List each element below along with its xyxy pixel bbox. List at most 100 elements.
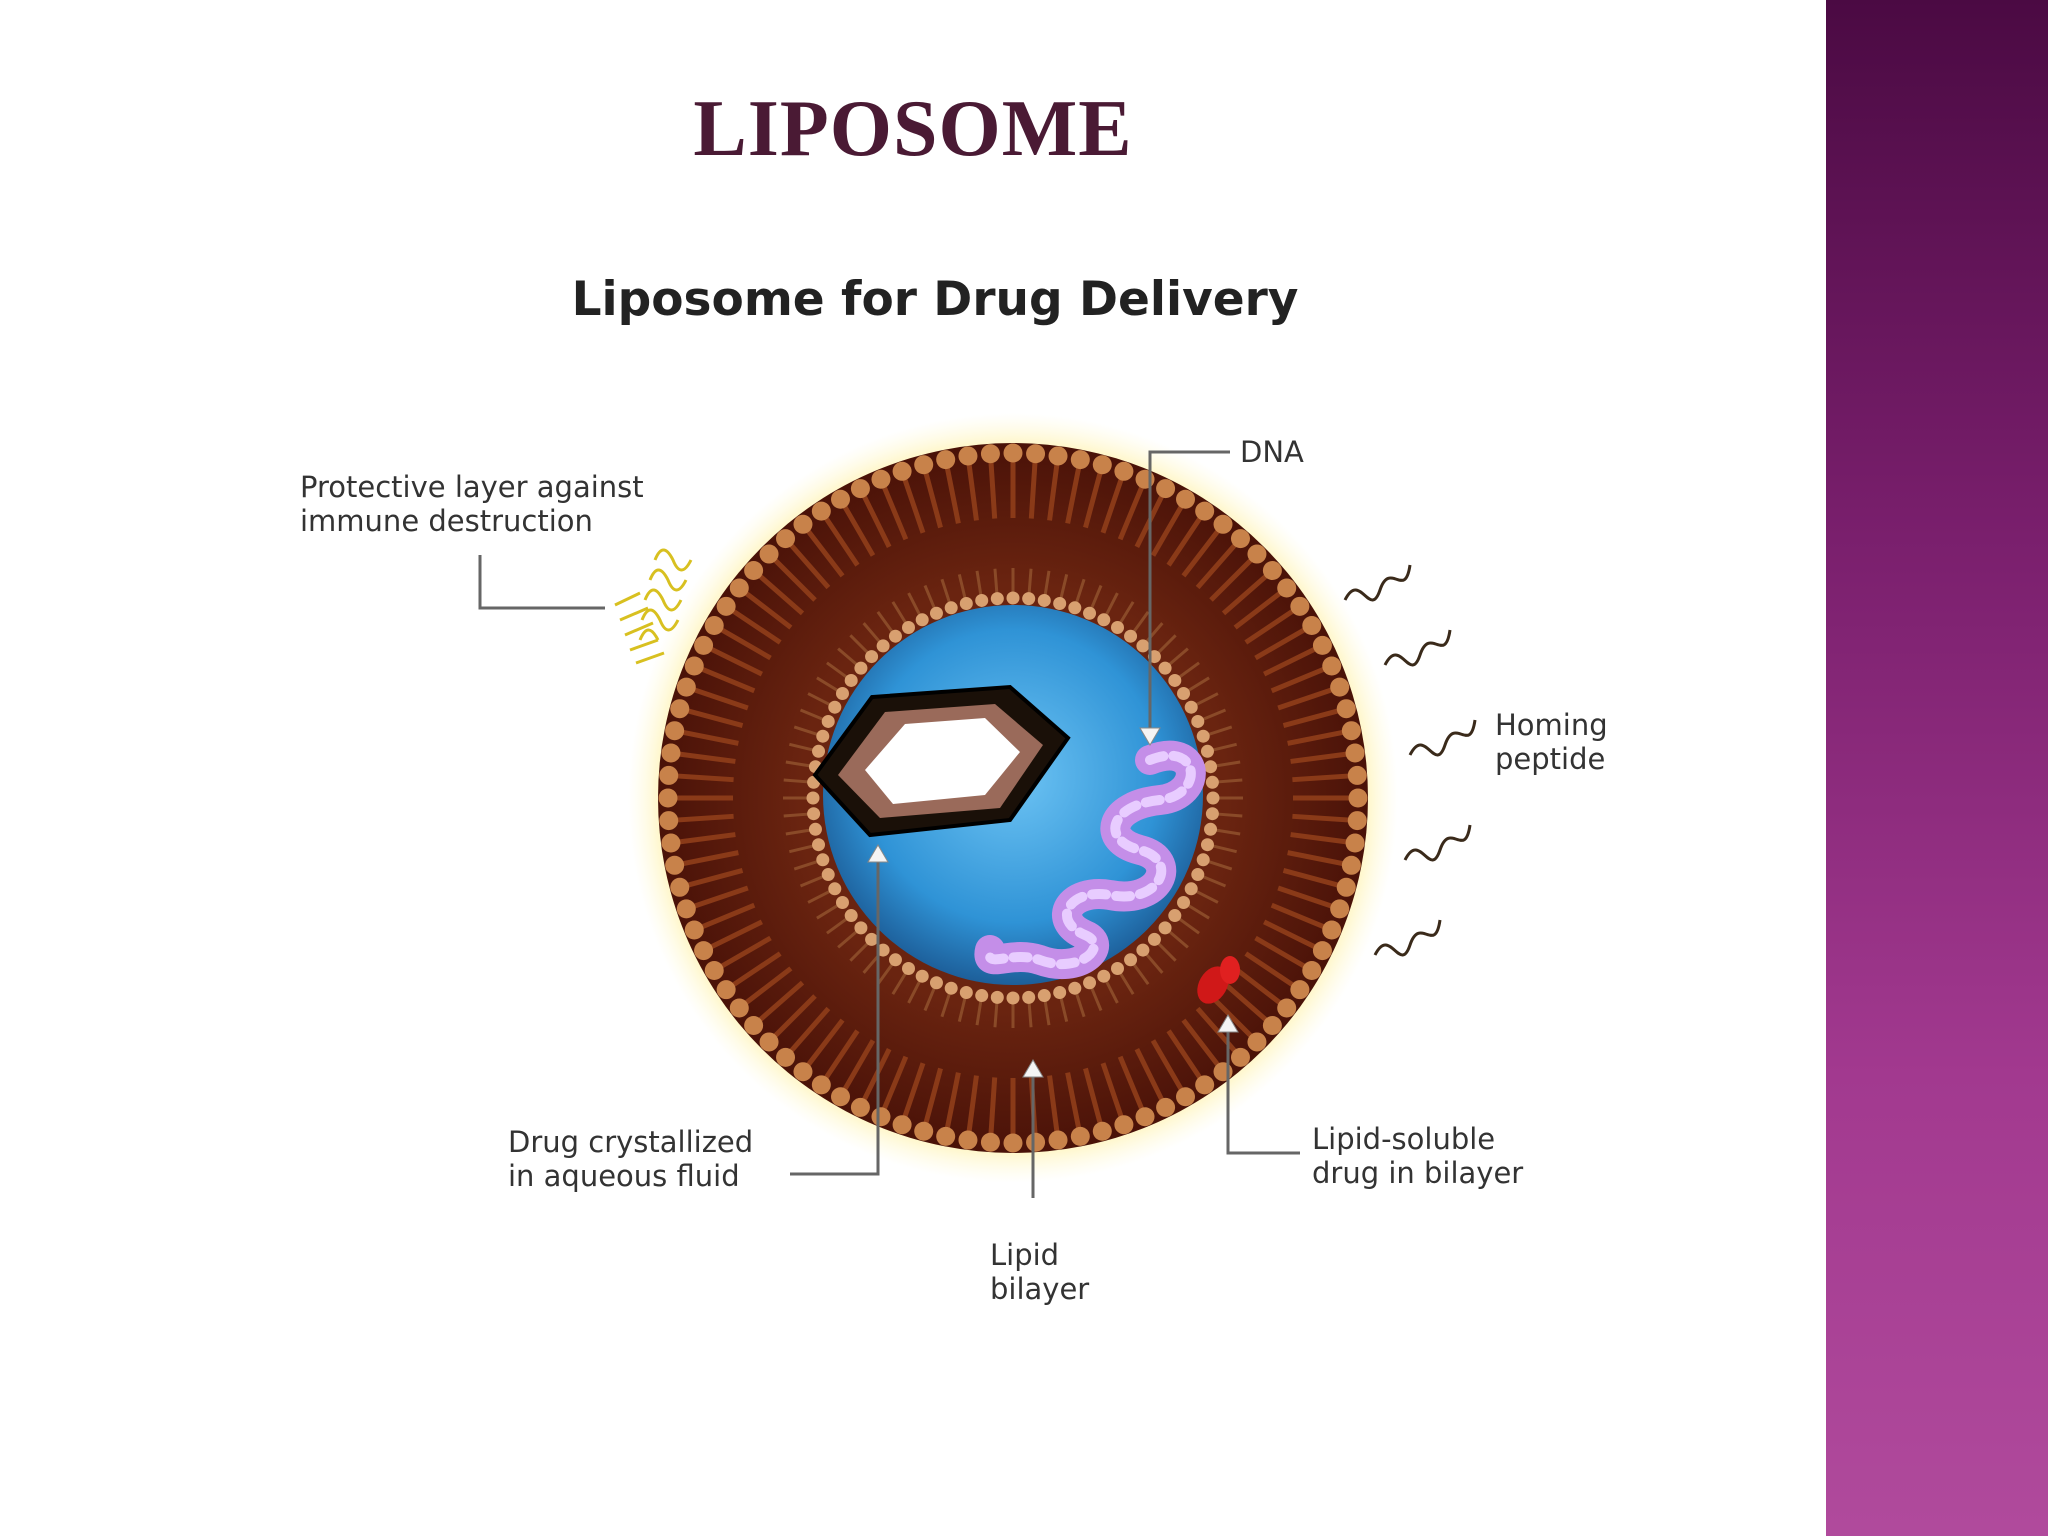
lipid-tail <box>819 509 860 567</box>
lipid-head <box>684 920 704 940</box>
lipid-head <box>1158 921 1172 935</box>
lipid-head <box>929 606 943 620</box>
lipid-head <box>892 461 912 481</box>
lipid-head <box>1022 990 1036 1004</box>
lipid-head <box>704 961 724 980</box>
homing-peptide-icon <box>1343 564 1477 957</box>
lipid-tail <box>668 813 734 824</box>
lipid-tail <box>693 902 756 933</box>
lipid-tail <box>1244 951 1302 992</box>
lipid-head <box>854 921 868 935</box>
lipid-head <box>835 687 849 701</box>
lipid-tail <box>702 919 763 953</box>
lipid-head <box>914 455 934 475</box>
lipid-tail <box>1209 994 1259 1044</box>
lipid-head <box>1083 606 1097 620</box>
lipid-tail <box>724 604 782 645</box>
lipid-tail <box>1065 459 1083 524</box>
lipid-head <box>944 601 958 615</box>
lipid-head <box>684 656 704 676</box>
lipid-head <box>975 593 989 607</box>
lipid-head <box>1147 932 1161 946</box>
lipid-tail <box>921 1067 943 1132</box>
lipid-head <box>759 1032 779 1052</box>
lipid-head <box>1195 501 1215 521</box>
lipid-tail <box>1047 455 1061 521</box>
lipid-head <box>936 1126 956 1146</box>
lipid-head <box>958 1130 978 1150</box>
lipid-head <box>850 479 870 499</box>
lipid-head <box>1083 976 1097 990</box>
lipid-head <box>902 620 916 634</box>
decorative-sidebar <box>1826 0 2048 1536</box>
lipid-tail <box>1287 850 1352 868</box>
label-lipid-bilayer: Lipid bilayer <box>990 1238 1090 1306</box>
lipid-tail <box>1292 772 1358 783</box>
lipid-tail <box>858 487 892 548</box>
label-homing-peptide: Homing peptide <box>1495 708 1608 776</box>
lipid-head <box>1302 961 1322 980</box>
lipid-head <box>1092 455 1112 475</box>
lipid-head <box>1184 882 1198 896</box>
lipid-head <box>793 514 813 534</box>
lipid-head <box>806 791 820 805</box>
lipid-head <box>1204 760 1218 774</box>
lipid-head <box>1026 1132 1046 1152</box>
lipid-tail <box>1083 1067 1105 1132</box>
lipid-tail <box>1100 470 1127 534</box>
lipid-tail <box>1263 919 1324 953</box>
lipid-head <box>1347 765 1367 785</box>
lipid-head <box>694 635 714 655</box>
lipid-tail <box>767 994 817 1044</box>
lipid-tail <box>1209 552 1259 602</box>
lipid-head <box>1341 855 1361 875</box>
lipid-head <box>1053 985 1067 999</box>
lipid-head <box>665 721 685 741</box>
lipid-head <box>959 985 973 999</box>
lipid-tail <box>1221 980 1275 1028</box>
lipid-tail <box>1233 966 1289 1011</box>
lipid-tail <box>1065 1072 1083 1137</box>
lipid-head <box>888 629 902 643</box>
lipid-head <box>828 882 842 896</box>
lipid-tail <box>670 832 736 846</box>
lipid-head <box>1230 529 1250 549</box>
lipid-head <box>1341 721 1361 741</box>
figure-title: Liposome for Drug Delivery <box>571 272 1299 327</box>
lipid-head <box>1110 962 1124 976</box>
lipid-drug-leader <box>1226 1030 1300 1155</box>
lipid-tail <box>693 663 756 694</box>
lipid-tail <box>674 850 739 868</box>
lipid-tail <box>1292 813 1358 824</box>
lipid-head <box>1097 613 1111 627</box>
lipid-head <box>958 446 978 466</box>
lipid-head <box>888 953 902 967</box>
lipid-tail <box>1150 497 1188 557</box>
lipid-tail <box>1290 750 1356 764</box>
lipid-head <box>1156 1097 1176 1117</box>
lipid-bilayer-arrowhead <box>1022 1059 1044 1078</box>
lipid-soluble-drug-mark <box>1197 956 1240 1004</box>
lipid-head <box>1110 620 1124 634</box>
lipid-head <box>1048 446 1068 466</box>
lipid-head <box>1068 981 1082 995</box>
lipid-tail <box>965 455 979 521</box>
lipid-head <box>835 895 849 909</box>
lipid-head <box>1177 687 1191 701</box>
lipid-head <box>915 969 929 983</box>
lipid-head <box>807 807 821 821</box>
lipid-tail <box>783 1006 831 1060</box>
lipid-head <box>676 677 696 697</box>
lipid-tail <box>878 478 909 541</box>
lipid-head <box>1053 597 1067 611</box>
lipid-head <box>1070 1126 1090 1146</box>
lipid-head <box>828 700 842 714</box>
lipid-head <box>959 597 973 611</box>
lipid-head <box>1092 1121 1112 1141</box>
drug-crystal-leader <box>790 860 880 1176</box>
lipid-tail <box>878 1055 909 1118</box>
lipid-head <box>811 501 831 521</box>
lipid-tail <box>899 1062 926 1126</box>
lipid-head <box>1184 700 1198 714</box>
lipid-head <box>1322 656 1342 676</box>
